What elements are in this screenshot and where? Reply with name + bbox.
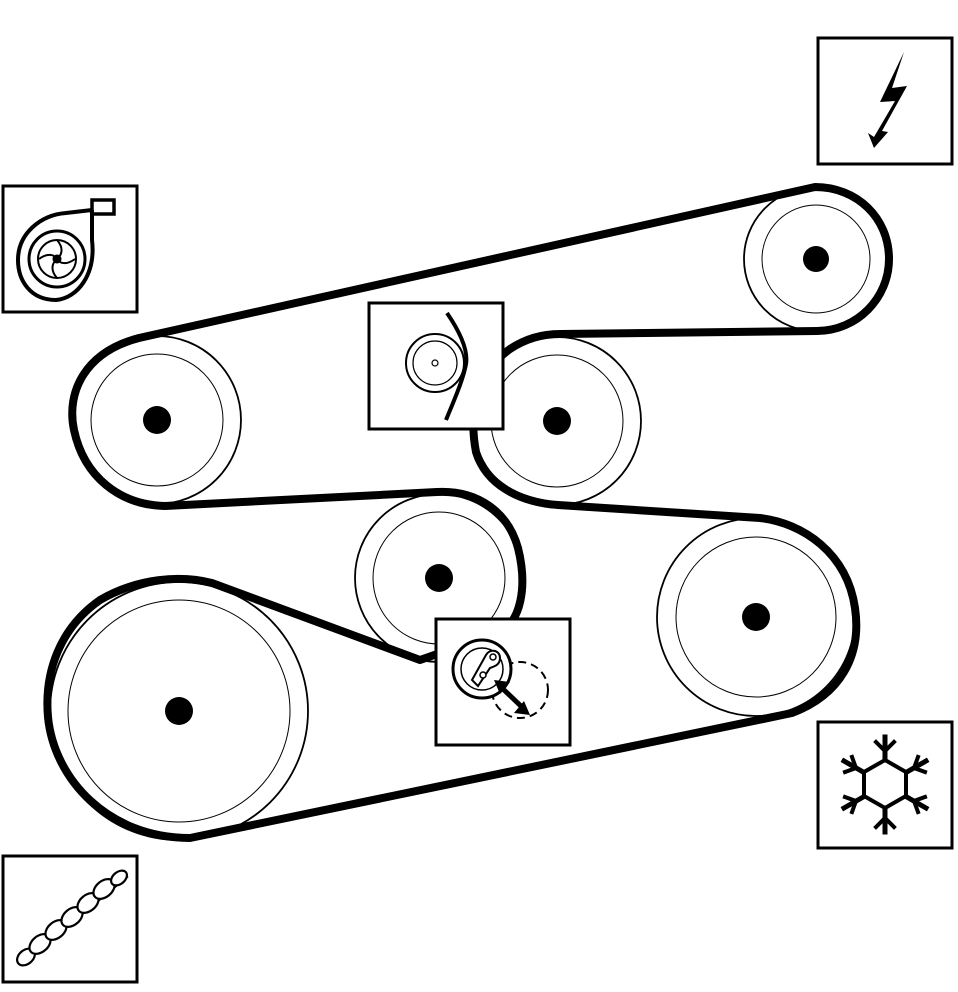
crankshaft-icon-box <box>1 854 139 984</box>
tensioner-icon <box>451 638 549 719</box>
serpentine-belt <box>43 183 893 842</box>
idler-pulley-icon <box>405 311 469 421</box>
alternator-pulley <box>743 186 889 332</box>
alternator-icon-box <box>816 36 954 166</box>
snowflake-icon <box>840 734 930 835</box>
lightning-bolt-icon <box>868 52 907 148</box>
water-pump-icon-box <box>1 184 139 314</box>
tensioner-icon-box <box>434 617 572 747</box>
ac-icon-box <box>816 720 954 850</box>
ac-compressor-pulley <box>656 517 856 717</box>
water-pump-pulley <box>72 335 242 505</box>
upper-idler-pulley <box>472 336 642 506</box>
crankshaft-icon <box>16 869 129 967</box>
idler-icon-box <box>367 301 505 431</box>
water-pump-icon <box>15 198 116 303</box>
